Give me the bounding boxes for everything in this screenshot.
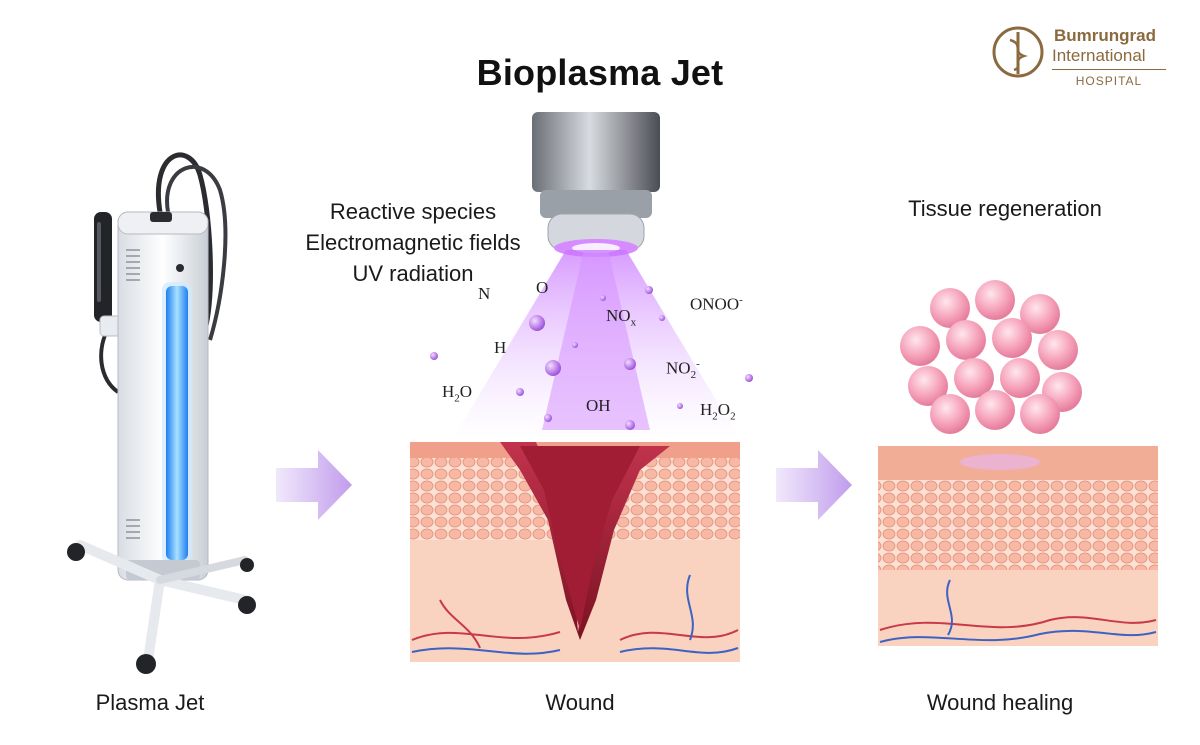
species-onoo: ONOO- bbox=[690, 294, 743, 314]
arrow-1 bbox=[276, 450, 352, 520]
logo-line-2: International bbox=[1052, 46, 1146, 65]
species-no2: NO2- bbox=[666, 358, 700, 382]
logo-divider bbox=[1052, 69, 1166, 70]
species-o: O bbox=[536, 278, 549, 297]
logo-line-1: Bumrungrad bbox=[1054, 26, 1156, 45]
tissue-regeneration-label: Tissue regeneration bbox=[908, 196, 1102, 221]
reactive-particles bbox=[430, 286, 753, 430]
hospital-logo: Bumrungrad International HOSPITAL bbox=[990, 22, 1170, 92]
species-h2o: H2O bbox=[442, 382, 473, 405]
logo-line-3: HOSPITAL bbox=[1075, 74, 1143, 88]
species-nox: NOx bbox=[606, 306, 637, 329]
wound-skin-block bbox=[410, 442, 740, 662]
effect-electromagnetic-fields: Electromagnetic fields bbox=[305, 230, 521, 255]
species-n: N bbox=[478, 284, 491, 303]
caption-plasma-jet: Plasma Jet bbox=[95, 690, 205, 715]
caduceus-emblem-icon bbox=[992, 26, 1044, 78]
page-title: Bioplasma Jet bbox=[476, 52, 724, 93]
effect-reactive-species: Reactive species bbox=[329, 199, 497, 224]
effect-uv-radiation: UV radiation bbox=[352, 261, 474, 286]
regenerating-cells bbox=[900, 280, 1082, 434]
species-h2o2: H2O2 bbox=[700, 400, 736, 423]
arrow-2 bbox=[776, 450, 852, 520]
plasma-effects-list: Reactive species Electromagnetic fields … bbox=[268, 196, 558, 289]
healed-skin-block bbox=[878, 446, 1158, 646]
species-oh: OH bbox=[586, 396, 611, 415]
caption-wound-healing: Wound healing bbox=[926, 690, 1074, 715]
plasma-jet-device bbox=[67, 152, 256, 674]
plasma-beam bbox=[452, 250, 740, 440]
caption-wound: Wound bbox=[545, 690, 615, 715]
species-h: H bbox=[494, 338, 507, 357]
